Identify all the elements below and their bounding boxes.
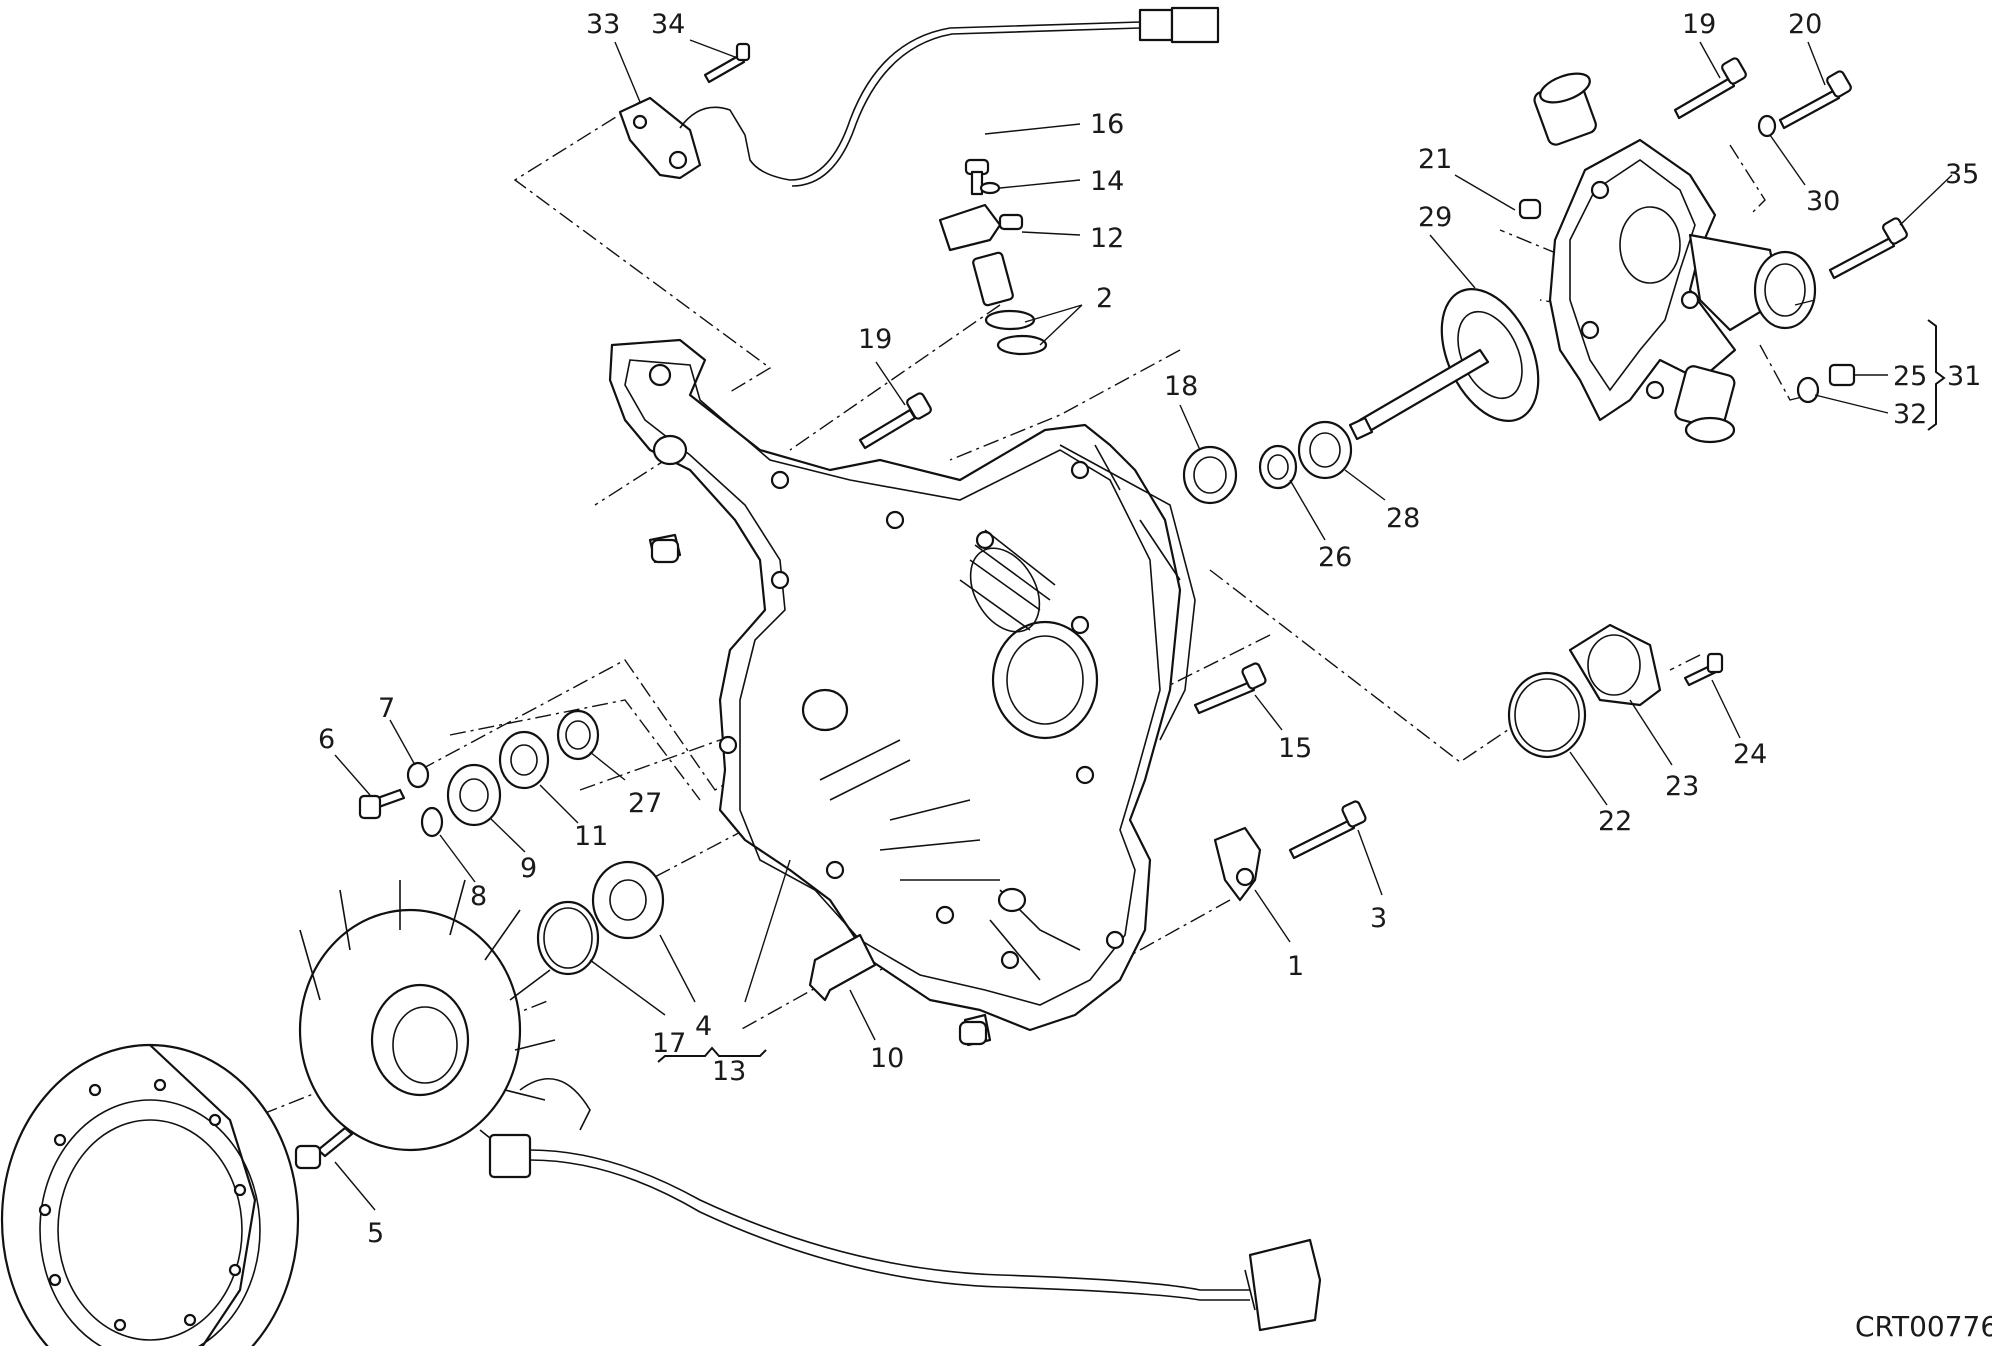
- screw-16: [964, 158, 990, 196]
- callout-16: 16: [1090, 109, 1124, 140]
- diagram-code: CRT00776: [1855, 1310, 1992, 1343]
- callout-31: 31: [1947, 361, 1981, 392]
- bolt-35: [1828, 217, 1908, 280]
- generator-cover: [608, 338, 1196, 1047]
- callout-34: 34: [651, 9, 685, 40]
- plug-25: [1828, 363, 1856, 387]
- brace-13: [657, 1046, 767, 1063]
- callout-11: 11: [574, 821, 608, 852]
- seal-26: [1258, 444, 1298, 490]
- impeller-29: [1348, 288, 1540, 441]
- bearing-9: [446, 763, 502, 827]
- callout-5: 5: [367, 1218, 384, 1249]
- callout-17: 17: [652, 1028, 686, 1059]
- callout-12: 12: [1090, 223, 1124, 254]
- callout-28: 28: [1386, 503, 1420, 534]
- callout-14: 14: [1090, 166, 1124, 197]
- bearing-4: [591, 860, 665, 940]
- bolt-6: [358, 788, 406, 820]
- bolt-19-left: [858, 392, 932, 450]
- bearing-11: [498, 730, 550, 790]
- circlip-17: [536, 900, 600, 976]
- seal-27: [556, 709, 600, 761]
- callout-10: 10: [870, 1043, 904, 1074]
- callout-25: 25: [1893, 361, 1927, 392]
- braces: [657, 319, 1946, 1063]
- washers-14-2: [979, 181, 1048, 356]
- callout-30: 30: [1806, 186, 1840, 217]
- callout-4: 4: [695, 1011, 712, 1042]
- screw-24: [1683, 652, 1724, 687]
- callout-33: 33: [586, 9, 620, 40]
- callout-23: 23: [1665, 771, 1699, 802]
- bolt-19-right: [1673, 57, 1747, 120]
- callout-20: 20: [1788, 9, 1822, 40]
- brace-31: [1927, 319, 1946, 431]
- callout-21: 21: [1418, 144, 1452, 175]
- callout-29: 29: [1418, 202, 1452, 233]
- bearing-28: [1297, 420, 1353, 480]
- callout-22: 22: [1598, 806, 1632, 837]
- callout-24: 24: [1733, 739, 1767, 770]
- callout-labels: 33 34 16 14 12 2 19 19 20 21 30 29 35 25…: [318, 9, 1981, 1249]
- o-ring-22: [1507, 671, 1587, 759]
- callout-1: 1: [1287, 951, 1304, 982]
- bolt-3: [1288, 800, 1367, 860]
- bolt-5: [294, 1126, 354, 1170]
- callout-26: 26: [1318, 542, 1352, 573]
- bracket-1: [1213, 826, 1262, 902]
- callout-8: 8: [470, 881, 487, 912]
- cover-23: [1568, 623, 1662, 707]
- washer-7: [406, 761, 430, 789]
- stator-cable: [529, 1149, 1322, 1332]
- leader-lines: [334, 39, 1953, 1211]
- callout-6: 6: [318, 724, 335, 755]
- bolt-15: [1193, 662, 1267, 715]
- callout-18: 18: [1164, 371, 1198, 402]
- callout-2: 2: [1096, 283, 1113, 314]
- circlip-8: [420, 806, 444, 838]
- sensor-12: [938, 203, 1024, 307]
- pickup-33: [618, 6, 1220, 187]
- stator: [298, 879, 591, 1179]
- seal-18: [1182, 445, 1238, 505]
- dowel-pins: [650, 198, 1542, 1046]
- callout-15: 15: [1278, 733, 1312, 764]
- washer-30: [1757, 114, 1777, 138]
- callout-7: 7: [378, 693, 395, 724]
- callout-3: 3: [1370, 903, 1387, 934]
- washer-32: [1796, 376, 1820, 404]
- water-pump-housing-31: [1533, 72, 1817, 444]
- callout-27: 27: [628, 788, 662, 819]
- clip-10: [808, 933, 877, 1002]
- bolt-20: [1778, 70, 1852, 130]
- callout-19-right: 19: [1682, 9, 1716, 40]
- screw-34: [703, 42, 751, 84]
- rotor: [0, 1043, 300, 1346]
- callout-35: 35: [1945, 159, 1979, 190]
- callout-19-left: 19: [858, 324, 892, 355]
- callout-13: 13: [712, 1056, 746, 1087]
- callout-32: 32: [1893, 399, 1927, 430]
- callout-9: 9: [520, 853, 537, 884]
